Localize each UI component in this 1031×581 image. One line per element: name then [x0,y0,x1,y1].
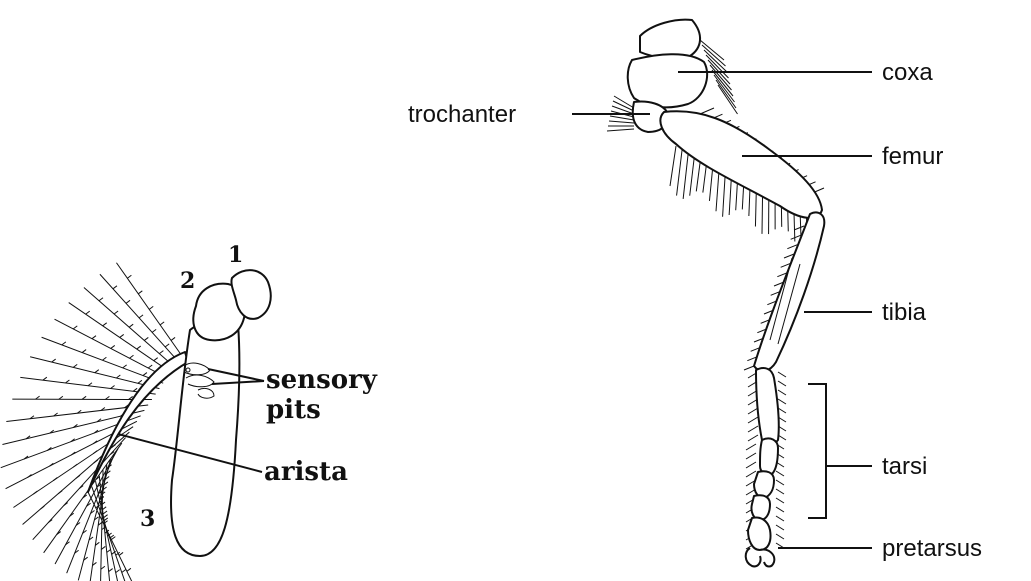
sensory-pits-label-line1: sensory [266,365,378,395]
tarsus-3 [754,471,774,498]
femur [660,111,822,218]
coxa [628,54,707,107]
tibia [754,213,824,371]
segment-2-label: 2 [180,268,195,294]
segment-3-label: 3 [140,506,155,532]
femur-label: femur [882,143,943,170]
antenna-drawing [1,263,271,581]
sensory-pits-label-line2: pits [266,395,321,425]
arista-label: arista [264,457,348,487]
tibia-label: tibia [882,299,927,326]
coxa-label: coxa [882,59,933,86]
tarsus-5 [748,518,771,551]
arista-hairs [1,263,182,581]
coxa-top [640,20,700,58]
trochanter-label: trochanter [408,101,516,128]
segment-1-label: 1 [228,242,243,268]
tarsus-4 [751,495,770,520]
leg-drawing [572,20,872,567]
tarsi-bracket [808,384,872,518]
tarsi-label: tarsi [882,453,927,480]
tarsus-2 [760,438,778,474]
tarsus-1 [756,368,779,444]
pretarsus-label: pretarsus [882,535,982,562]
